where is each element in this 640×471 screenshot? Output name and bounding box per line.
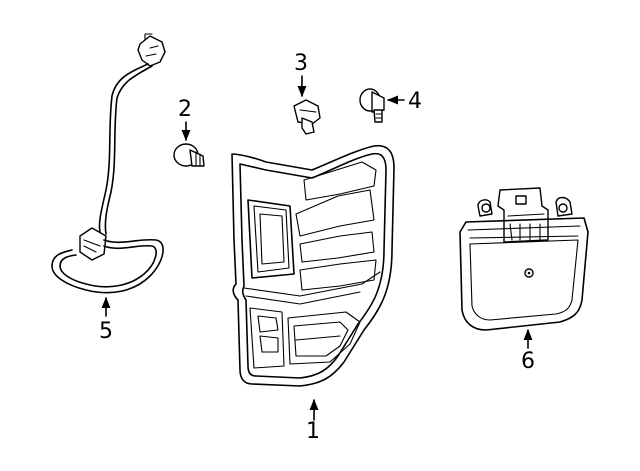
wiring-harness (51, 33, 166, 294)
tail-lamp-assembly (231, 144, 395, 387)
bulb-socket-part-2 (173, 143, 205, 167)
callout-2: 2 (178, 97, 192, 122)
callout-4: 4 (408, 89, 422, 114)
lamp-housing (459, 187, 589, 331)
callout-3: 3 (294, 51, 308, 76)
callout-1: 1 (306, 419, 320, 444)
callout-5: 5 (99, 319, 113, 344)
callout-arrows (101, 75, 533, 421)
bulb-socket-part-4 (359, 88, 385, 123)
callout-6: 6 (521, 349, 535, 374)
bulb-socket-part-3 (293, 99, 321, 135)
